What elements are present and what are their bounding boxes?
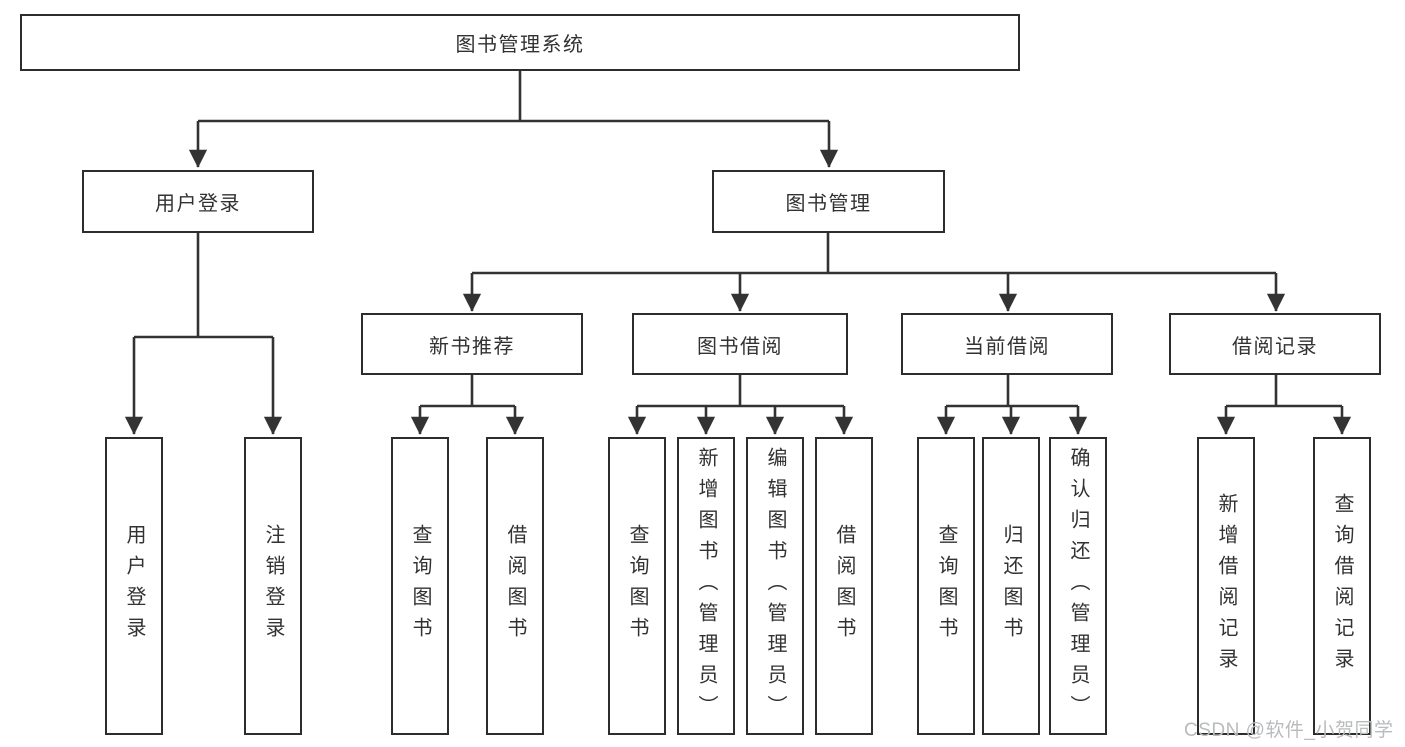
node-current-borrow: 当前借阅 [901, 313, 1113, 375]
node-label: 当前借阅 [964, 335, 1050, 358]
node-label: 查询图书 [409, 524, 431, 648]
node-borrow-records: 借阅记录 [1169, 313, 1381, 375]
node-logout-action: 注销登录 [244, 437, 302, 735]
node-label: 查询图书 [626, 524, 648, 648]
node-label: 借阅记录 [1232, 335, 1318, 358]
node-label: 新书推荐 [429, 335, 515, 358]
node-label: 查询借阅记录 [1331, 493, 1353, 679]
node-label: 借阅图书 [833, 524, 855, 648]
node-label: 用户登录 [155, 193, 241, 215]
node-add-books-admin: 新增图书（管理员） [677, 437, 735, 735]
node-library-system: 图书管理系统 [20, 14, 1020, 71]
node-label: 编辑图书（管理员） [764, 446, 786, 726]
node-label: 注销登录 [262, 524, 284, 648]
node-label: 新增图书（管理员） [695, 446, 717, 726]
node-label: 图书借阅 [697, 335, 783, 358]
node-label: 新增借阅记录 [1215, 493, 1237, 679]
node-book-management: 图书管理 [712, 170, 945, 233]
node-label: 确认归还（管理员） [1067, 446, 1089, 726]
node-query-books-recommend: 查询图书 [391, 437, 449, 735]
node-new-book-recommend: 新书推荐 [361, 313, 583, 375]
node-edit-books-admin: 编辑图书（管理员） [746, 437, 804, 735]
node-borrow-books-recommend: 借阅图书 [486, 437, 544, 735]
node-label: 借阅图书 [504, 524, 526, 648]
node-label: 归还图书 [1000, 524, 1022, 648]
node-confirm-return-admin: 确认归还（管理员） [1049, 437, 1107, 735]
node-query-borrow-record: 查询借阅记录 [1313, 437, 1371, 735]
node-user-login-action: 用户登录 [105, 437, 163, 735]
node-user-login: 用户登录 [82, 170, 314, 233]
node-label: 图书管理 [785, 193, 872, 215]
watermark: CSDN @软件_小贺同学 [1184, 720, 1394, 741]
node-label: 用户登录 [123, 524, 145, 648]
node-return-books: 归还图书 [982, 437, 1040, 735]
node-label: 图书管理系统 [455, 34, 585, 56]
node-book-borrow: 图书借阅 [632, 313, 848, 375]
node-query-books-current: 查询图书 [917, 437, 975, 735]
node-add-borrow-record: 新增借阅记录 [1197, 437, 1255, 735]
node-query-books-borrow: 查询图书 [608, 437, 666, 735]
node-borrow-books-borrow: 借阅图书 [815, 437, 873, 735]
node-label: 查询图书 [935, 524, 957, 648]
